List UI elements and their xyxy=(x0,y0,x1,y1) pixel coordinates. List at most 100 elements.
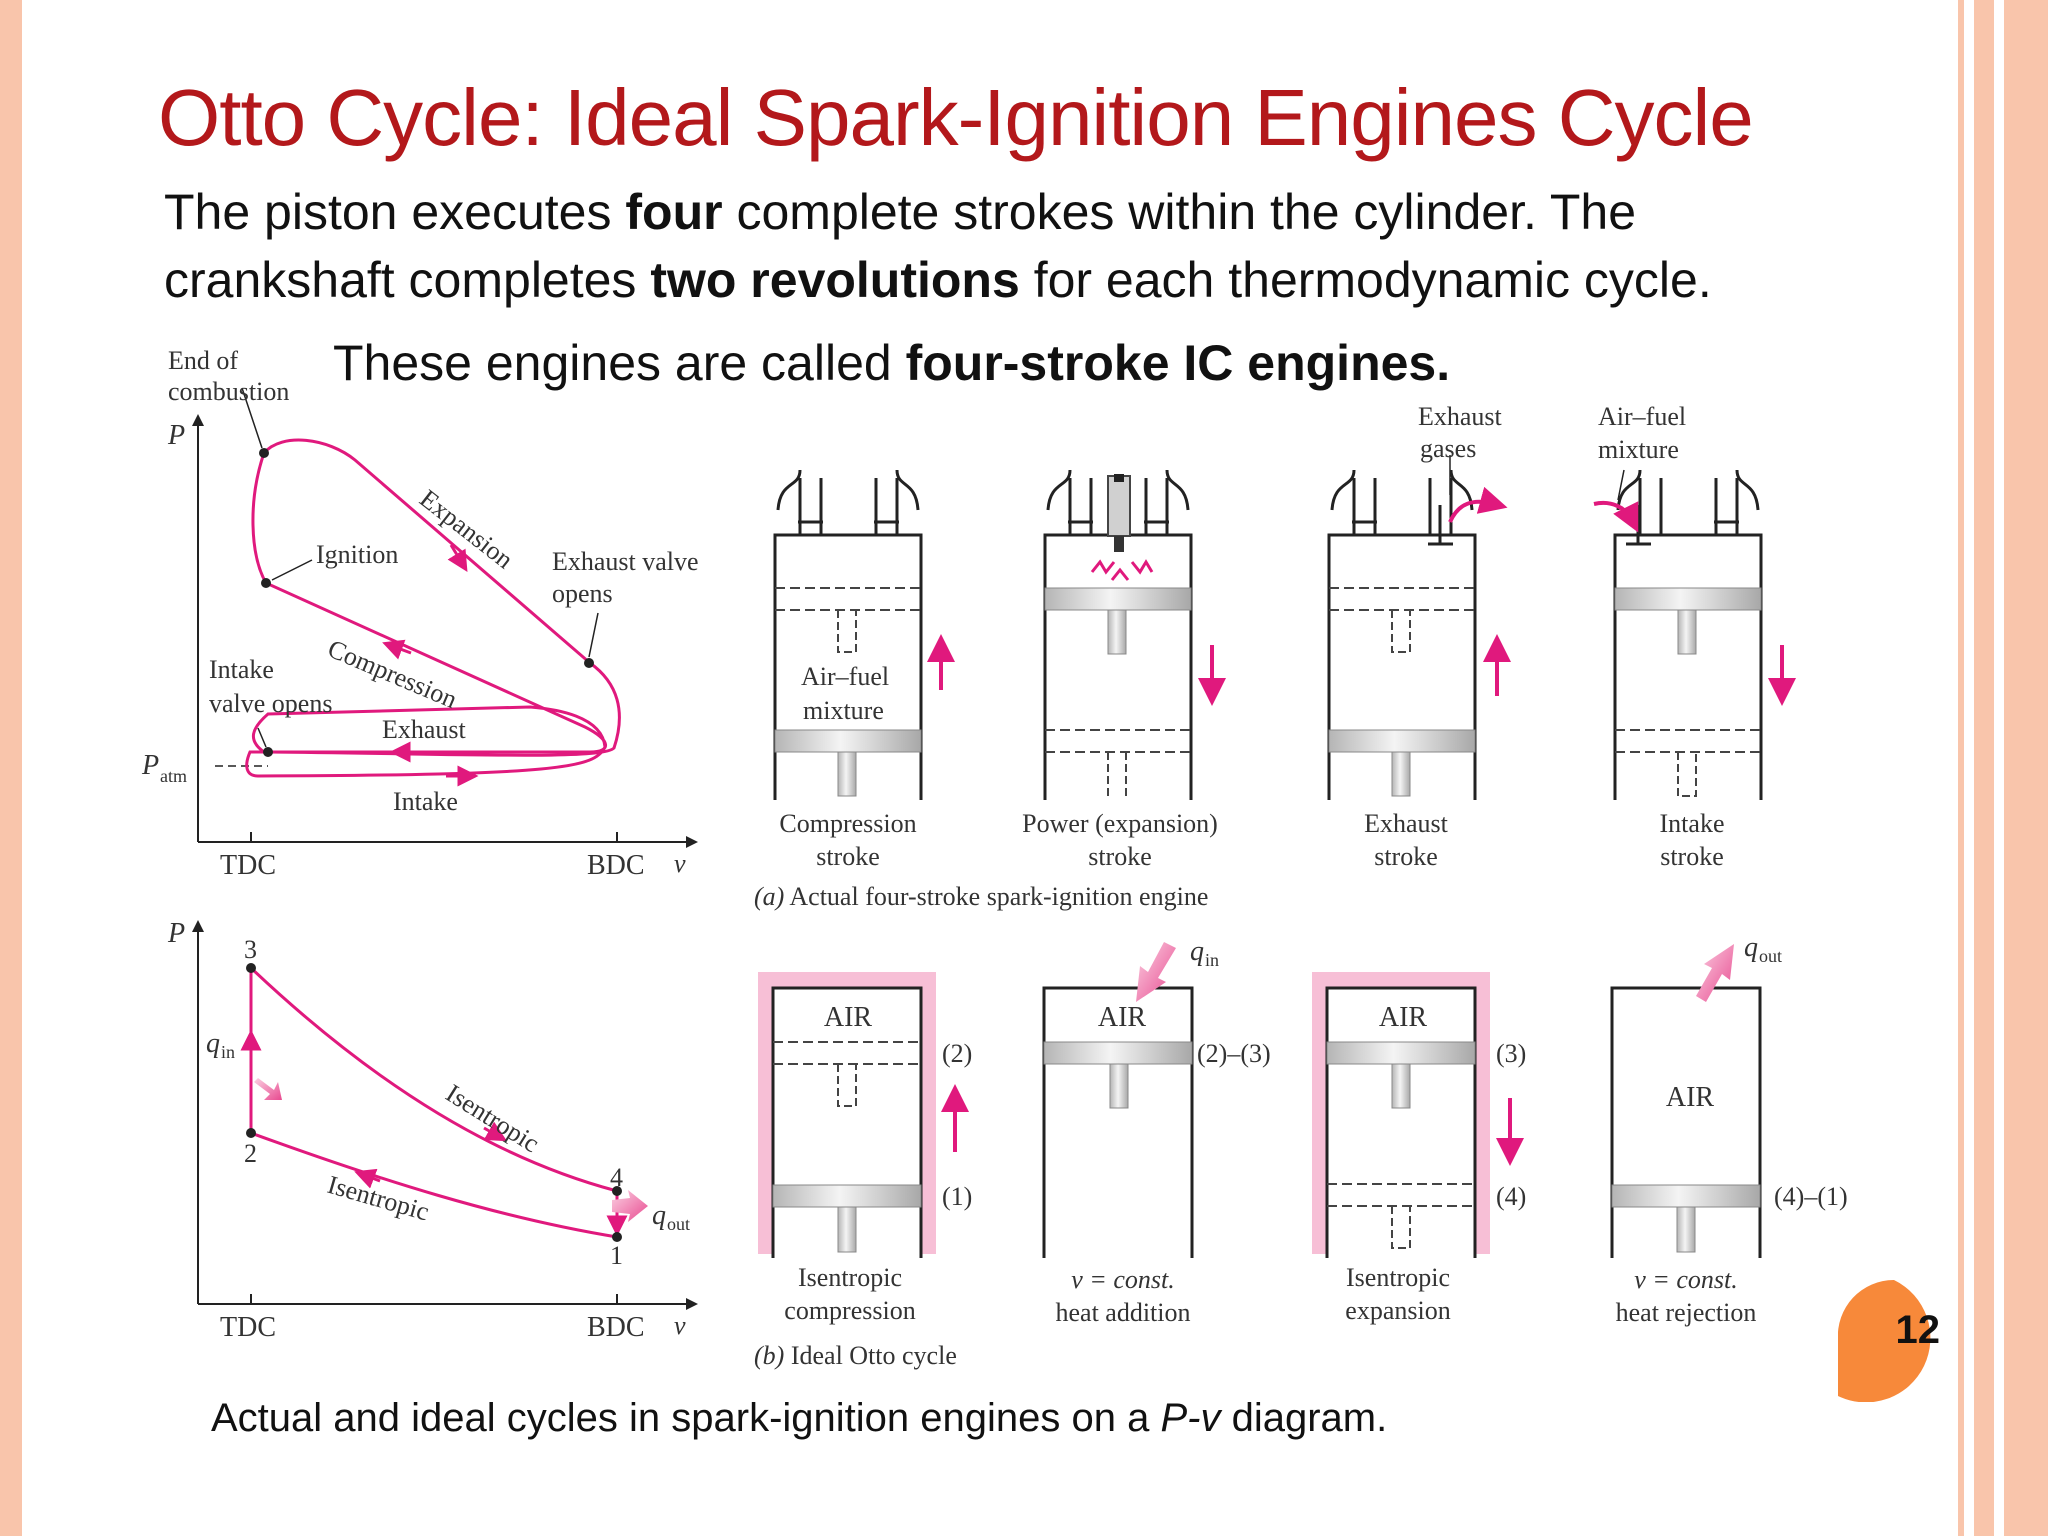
process-label: compression xyxy=(784,1296,915,1325)
spark-plug-icon xyxy=(1107,475,1131,537)
right-border-stripe xyxy=(1958,0,1964,1536)
q-in-subscript: in xyxy=(221,1042,235,1062)
figure-caption: Actual and ideal cycles in spark-ignitio… xyxy=(211,1396,1388,1440)
v-axis-label: v xyxy=(674,849,686,878)
air-label: AIR xyxy=(1666,1082,1715,1113)
q-in-subscript: in xyxy=(1205,950,1219,970)
heat-in-arrow xyxy=(254,1078,282,1100)
exhaust-label: Exhaust xyxy=(382,715,467,744)
exhaust-valve-label: opens xyxy=(552,579,613,608)
expansion-label: Expansion xyxy=(414,484,518,574)
q-out-label: q xyxy=(652,1200,666,1231)
exhaust-gases-label: Exhaust xyxy=(1418,402,1503,431)
patm-label: P xyxy=(141,750,159,781)
process-label: heat addition xyxy=(1055,1298,1190,1327)
q-in-label: q xyxy=(206,1028,220,1059)
p-axis-label: P xyxy=(167,918,185,949)
state-4-1-label: (4)–(1) xyxy=(1774,1182,1848,1211)
air-fuel-label: Air–fuel xyxy=(1598,402,1686,431)
air-fuel-label: mixture xyxy=(1598,435,1679,464)
intake-label: Intake xyxy=(393,787,458,816)
air-label: AIR xyxy=(824,1002,873,1033)
exhaust-valve-label: Exhaust valve xyxy=(552,547,699,576)
cylinder-mixture-label: mixture xyxy=(803,696,884,725)
page-number-shape xyxy=(1838,1280,1931,1402)
isentropic-expansion-label: Isentropic xyxy=(441,1078,545,1158)
bdc-label: BDC xyxy=(587,850,645,881)
heat-in-arrow xyxy=(1136,942,1176,1002)
process-label: Isentropic xyxy=(1346,1263,1450,1292)
actual-engine-diagram: Exhaust gases Air–fuel mixture Air–fuel … xyxy=(754,402,1796,911)
intake-valve-label: Intake xyxy=(209,655,274,684)
state-3-label: (3) xyxy=(1496,1039,1526,1068)
air-label: AIR xyxy=(1098,1002,1147,1033)
cylinder-compression-stroke xyxy=(773,469,955,800)
page-number: 12 xyxy=(1895,1308,1941,1352)
q-out-subscript: out xyxy=(1759,946,1782,966)
exhaust-gases-label: gases xyxy=(1420,434,1476,463)
stroke-label: stroke xyxy=(1374,842,1438,871)
page-number-badge: 12 xyxy=(1838,1280,1950,1402)
point-4-label: 4 xyxy=(610,1163,623,1192)
isentropic-compression-curve xyxy=(250,1131,618,1239)
q-out-label: q xyxy=(1744,932,1758,963)
air-label: AIR xyxy=(1379,1002,1428,1033)
stroke-label: Intake xyxy=(1660,809,1725,838)
process-label: v = const. xyxy=(1071,1265,1174,1294)
v-axis-label: v xyxy=(674,1311,686,1340)
ideal-cylinder-compression xyxy=(758,972,969,1258)
stroke-label: Power (expansion) xyxy=(1022,809,1218,838)
right-border-stripe xyxy=(1974,0,1994,1536)
ideal-cylinder-heat-rejection xyxy=(1610,944,1762,1258)
right-border-stripe xyxy=(2004,0,2048,1536)
state-4-label: (4) xyxy=(1496,1182,1526,1211)
cylinder-mixture-label: Air–fuel xyxy=(801,662,889,691)
slide-title: Otto Cycle: Ideal Spark-Ignition Engines… xyxy=(158,73,1754,162)
ideal-cylinder-expansion xyxy=(1312,972,1524,1258)
process-label: heat rejection xyxy=(1616,1298,1757,1327)
cylinder-exhaust-stroke xyxy=(1327,455,1511,800)
ideal-cycle-diagram: AIR AIR AIR AIR (2) (1) (2)–(3) (3) (4) … xyxy=(754,932,1848,1370)
process-label: Isentropic xyxy=(798,1263,902,1292)
q-out-subscript: out xyxy=(667,1214,690,1234)
ignition-label: Ignition xyxy=(316,540,398,569)
stroke-label: Compression xyxy=(779,809,916,838)
actual-cycle-curve xyxy=(245,438,621,778)
heat-out-arrow xyxy=(612,1190,648,1222)
stroke-label: Exhaust xyxy=(1364,809,1449,838)
process-label: v = const. xyxy=(1634,1265,1737,1294)
ideal-pv-diagram: P v TDC BDC 3 2 4 1 q in q out Isentropi… xyxy=(167,918,698,1343)
slide-body-text: The piston executes four complete stroke… xyxy=(164,184,1712,308)
cylinder-intake-stroke xyxy=(1593,469,1796,800)
stroke-label: stroke xyxy=(1088,842,1152,871)
point-1-label: 1 xyxy=(610,1241,623,1270)
point-3-label: 3 xyxy=(244,935,257,964)
isentropic-expansion-curve xyxy=(249,966,618,1193)
spark-icon xyxy=(1090,559,1154,581)
intake-valve-label: valve opens xyxy=(209,689,332,718)
q-in-label: q xyxy=(1190,936,1204,967)
cylinder-power-stroke xyxy=(1043,469,1226,800)
end-of-combustion-label: combustion xyxy=(168,377,289,406)
stroke-label: stroke xyxy=(1660,842,1724,871)
state-1-label: (1) xyxy=(942,1182,972,1211)
process-label: expansion xyxy=(1345,1296,1450,1325)
tdc-label: TDC xyxy=(220,1312,276,1343)
p-axis-label: P xyxy=(167,420,185,451)
state-2-3-label: (2)–(3) xyxy=(1197,1039,1271,1068)
slide-subtext: These engines are called four-stroke IC … xyxy=(333,335,1451,391)
heat-out-arrow xyxy=(1696,944,1734,1002)
point-2-label: 2 xyxy=(244,1139,257,1168)
bdc-label: BDC xyxy=(587,1312,645,1343)
patm-subscript: atm xyxy=(160,766,187,786)
actual-pv-diagram: P v TDC BDC P atm End of combustion Igni… xyxy=(141,346,699,881)
end-of-combustion-label: End of xyxy=(168,346,238,375)
left-border-stripe xyxy=(0,0,22,1536)
state-2-label: (2) xyxy=(942,1039,972,1068)
actual-engine-caption: (a) Actual four-stroke spark-ignition en… xyxy=(754,882,1208,911)
stroke-label: stroke xyxy=(816,842,880,871)
ideal-cycle-caption: (b) Ideal Otto cycle xyxy=(754,1341,957,1370)
tdc-label: TDC xyxy=(220,850,276,881)
